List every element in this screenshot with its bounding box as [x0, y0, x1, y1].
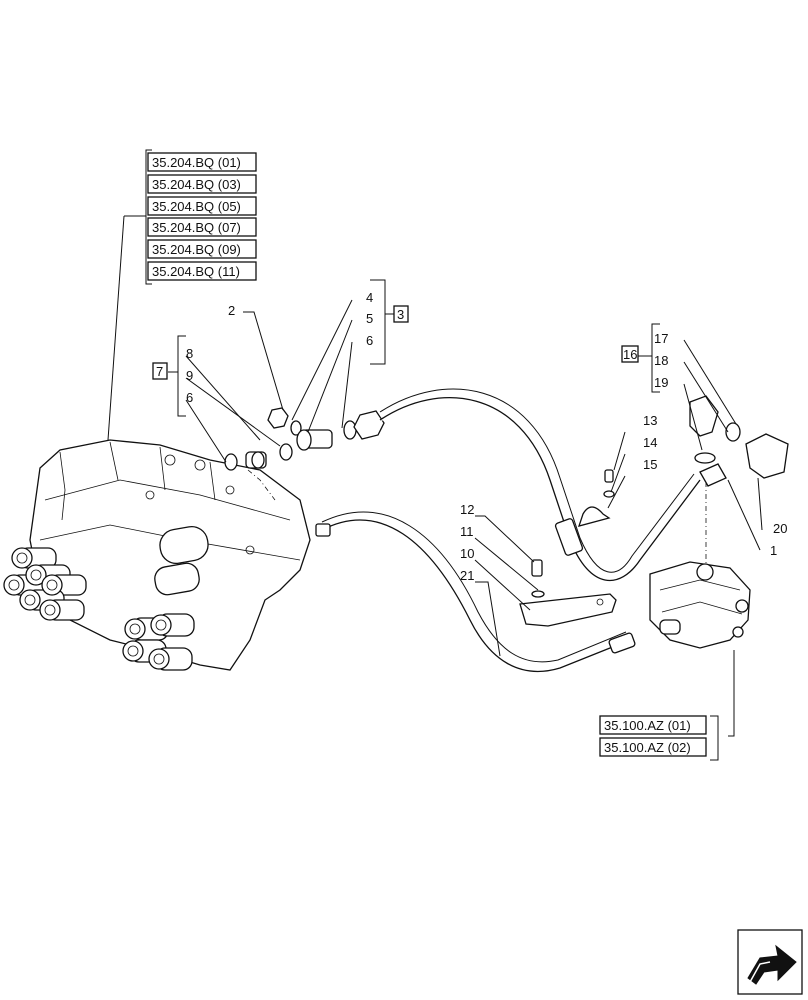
callout-19[interactable]: 19	[654, 375, 668, 390]
callout-7-box[interactable]	[152, 362, 168, 380]
bracket-parts	[519, 469, 617, 627]
callout-11[interactable]: 11	[460, 524, 474, 539]
callout-10[interactable]: 10	[460, 546, 474, 561]
callout-9[interactable]: 9	[186, 368, 193, 383]
ref-box-bq-07[interactable]	[147, 217, 257, 237]
callout-2[interactable]: 2	[228, 303, 235, 318]
ref-box-bq-03[interactable]	[147, 174, 257, 194]
ref-bq-09[interactable]: 35.204.BQ (09)	[152, 242, 241, 257]
callout-21[interactable]: 21	[460, 568, 474, 583]
callout-4[interactable]: 4	[366, 290, 373, 305]
callout-1[interactable]: 1	[770, 543, 777, 558]
callout-16-box[interactable]	[621, 345, 639, 363]
callout-20[interactable]: 20	[773, 521, 787, 536]
ref-bq-03[interactable]: 35.204.BQ (03)	[152, 177, 241, 192]
bq-reference-group: 35.204.BQ (01) 35.204.BQ (03) 35.204.BQ …	[107, 149, 257, 441]
ref-box-az-01[interactable]	[599, 715, 707, 735]
callout-6-upper[interactable]: 6	[366, 333, 373, 348]
az-reference-group: 35.100.AZ (01) 35.100.AZ (02)	[599, 715, 707, 757]
ref-box-bq-01[interactable]	[147, 152, 257, 172]
callout-8[interactable]: 8	[186, 346, 193, 361]
ref-box-az-02[interactable]	[599, 737, 707, 757]
ref-bq-11[interactable]: 35.204.BQ (11)	[152, 264, 240, 279]
auxiliary-valve	[649, 482, 751, 649]
next-page-arrow-icon[interactable]	[737, 929, 803, 995]
hose-upper	[379, 388, 727, 582]
ref-bq-01[interactable]: 35.204.BQ (01)	[152, 155, 241, 170]
ref-az-02[interactable]: 35.100.AZ (02)	[604, 740, 691, 755]
callout-6-lower[interactable]: 6	[186, 390, 193, 405]
callout-15[interactable]: 15	[643, 457, 657, 472]
callout-13[interactable]: 13	[643, 413, 657, 428]
callout-3-box[interactable]	[393, 305, 409, 323]
callout-5[interactable]: 5	[366, 311, 373, 326]
leader-lines	[168, 279, 763, 761]
callout-12[interactable]: 12	[460, 502, 474, 517]
control-valve-assembly	[3, 439, 311, 671]
ref-box-bq-09[interactable]	[147, 239, 257, 259]
callout-18[interactable]: 18	[654, 353, 668, 368]
ref-az-01[interactable]: 35.100.AZ (01)	[604, 718, 691, 733]
callout-17[interactable]: 17	[654, 331, 668, 346]
callout-7[interactable]: 7	[156, 364, 163, 379]
ref-bq-05[interactable]: 35.204.BQ (05)	[152, 199, 241, 214]
ref-bq-07[interactable]: 35.204.BQ (07)	[152, 220, 241, 235]
fitting-parts	[224, 407, 385, 471]
elbow-fittings	[689, 395, 789, 479]
callout-14[interactable]: 14	[643, 435, 657, 450]
callout-16[interactable]: 16	[623, 347, 637, 362]
hose-lower	[315, 511, 636, 673]
ref-box-bq-05[interactable]	[147, 196, 257, 216]
ref-box-bq-11[interactable]	[147, 261, 257, 281]
callout-3[interactable]: 3	[397, 307, 404, 322]
callout-labels: 2 4 5 6 3 7 8 9 6 13 14 15 12 11 10 21 1…	[152, 290, 787, 583]
